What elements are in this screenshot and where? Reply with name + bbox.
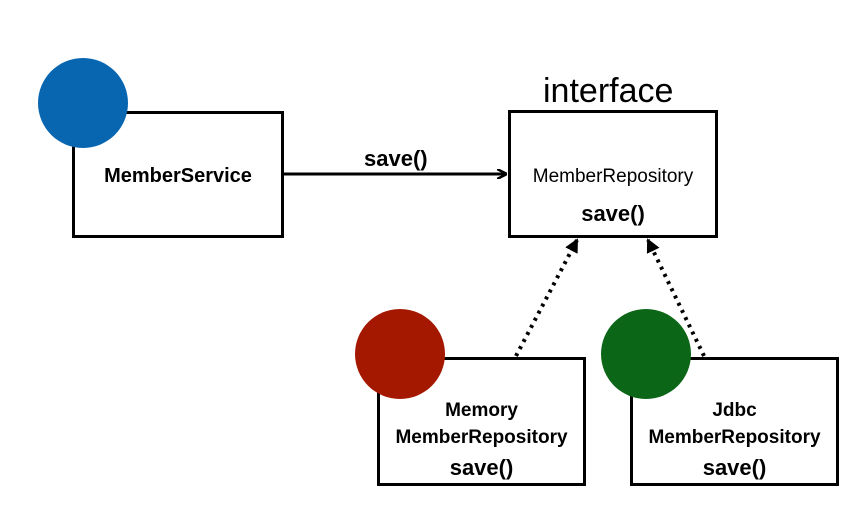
interface-heading: interface <box>543 72 674 110</box>
jdbc-repository-box: Jdbc MemberRepository save() <box>630 357 839 486</box>
jdbc-repository-line1: Jdbc <box>712 400 757 421</box>
memory-repository-badge <box>355 309 445 399</box>
memory-repository-method: save() <box>449 455 514 480</box>
jdbc-implements-arrow <box>646 238 706 357</box>
memory-implements-arrow <box>514 238 579 357</box>
member-repository-box: MemberRepository save() <box>508 110 718 238</box>
member-service-badge <box>38 58 128 148</box>
jdbc-repository-method: save() <box>702 455 767 480</box>
memory-repository-line1: Memory <box>445 400 518 421</box>
memory-repository-line2: MemberRepository <box>395 427 568 448</box>
member-repository-method: save() <box>581 201 645 226</box>
call-arrow-label: save() <box>364 146 428 171</box>
jdbc-repository-line2: MemberRepository <box>648 427 821 448</box>
jdbc-repository-badge <box>601 309 691 399</box>
memory-repository-box: Memory MemberRepository save() <box>377 357 586 486</box>
member-service-label: MemberService <box>104 165 252 187</box>
member-repository-label: MemberRepository <box>532 166 694 187</box>
